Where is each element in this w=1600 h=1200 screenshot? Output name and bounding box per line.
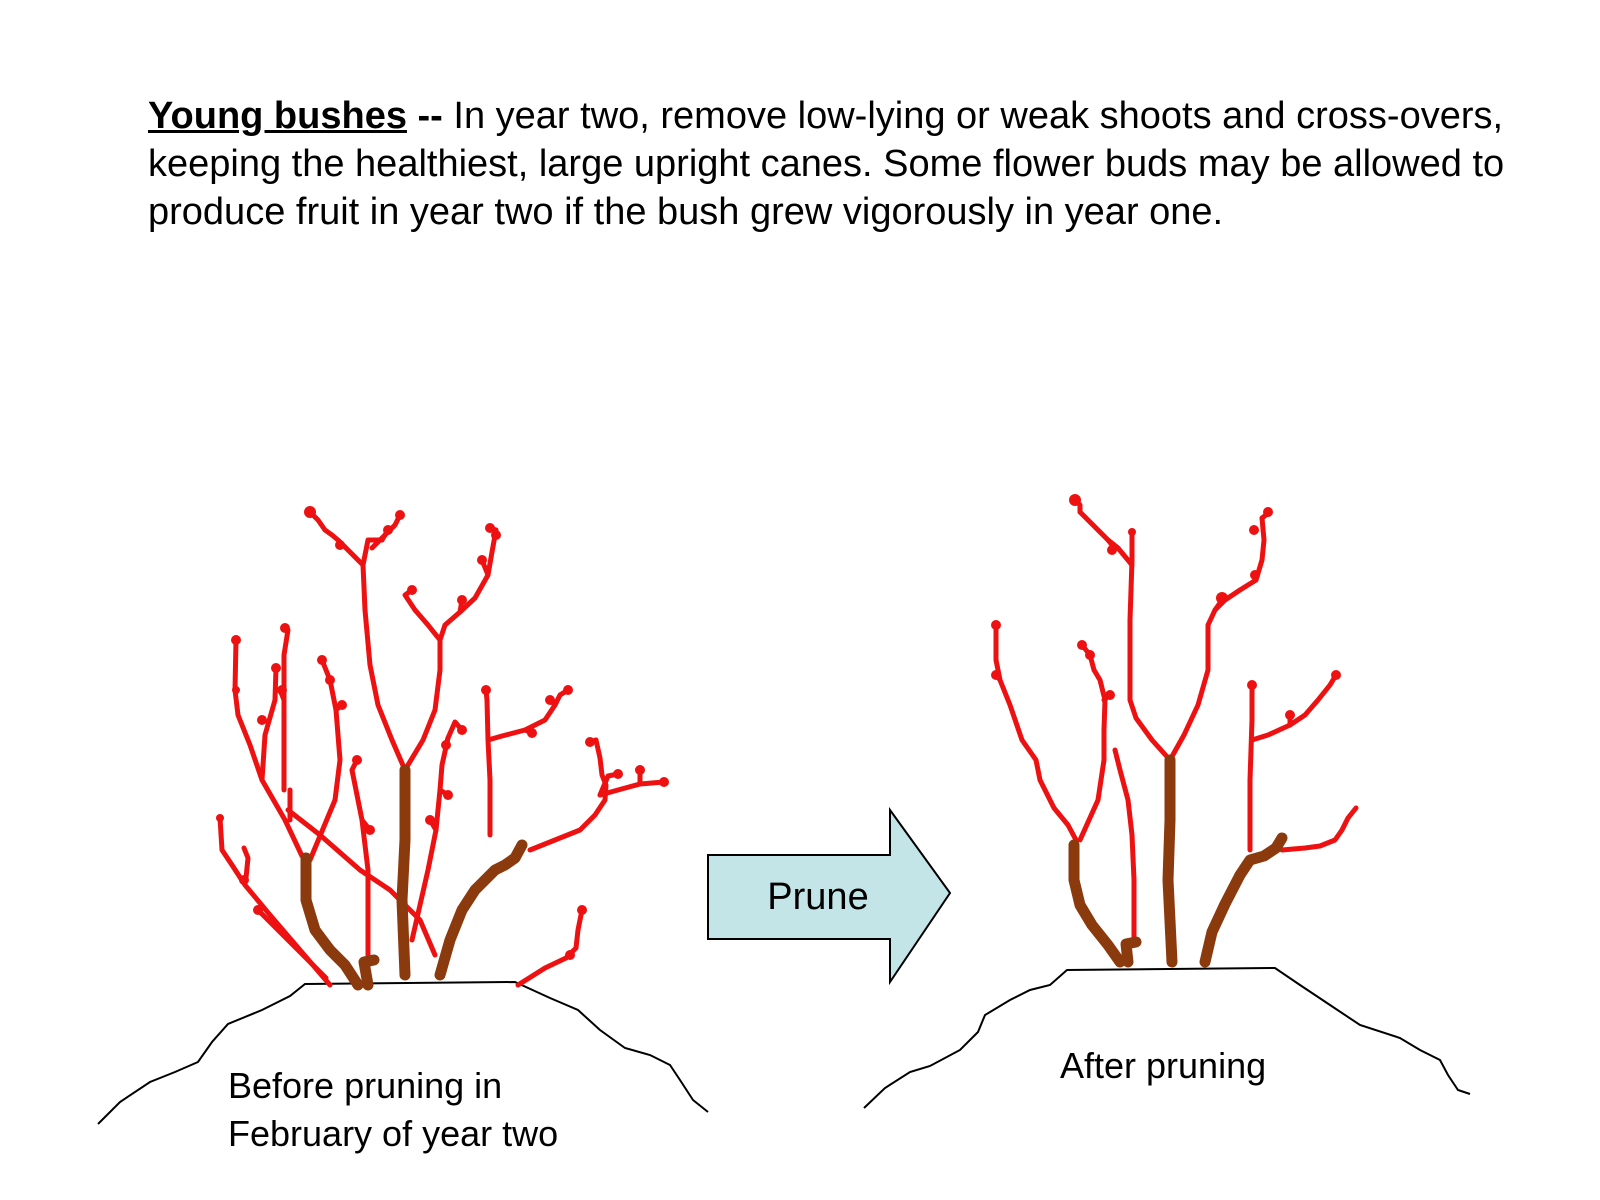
section-heading: Young bushes <box>148 95 407 137</box>
before-bush <box>97 506 709 1125</box>
prune-arrow <box>707 806 952 986</box>
prune-arrow-shape <box>707 806 952 986</box>
heading-separator: -- <box>406 95 454 137</box>
before-pruning-caption: Before pruning in February of year two <box>228 1062 688 1158</box>
after-ground-mound <box>863 966 1471 1109</box>
before-caption-line-2: February of year two <box>228 1113 559 1154</box>
instruction-body: In year two, remove low-lying or weak sh… <box>148 95 1505 233</box>
instruction-text: Young bushes -- In year two, remove low-… <box>148 92 1508 236</box>
after-bush <box>863 494 1471 1109</box>
before-ground-mound <box>97 980 709 1125</box>
before-caption-line-1: Before pruning in <box>228 1065 503 1106</box>
prune-arrow-label: Prune <box>767 876 869 918</box>
after-pruning-caption: After pruning <box>1060 1045 1267 1086</box>
after-flower-buds <box>991 494 1341 720</box>
after-old-wood <box>1068 754 1288 968</box>
before-flower-buds <box>216 506 669 960</box>
before-old-wood <box>300 764 528 991</box>
